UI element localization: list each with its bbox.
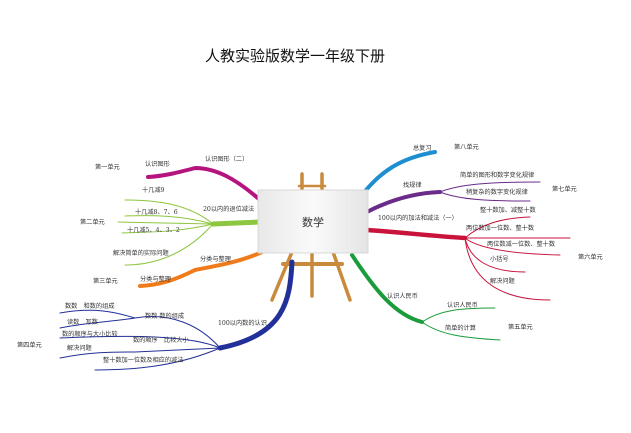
unit-label: 第五单元 <box>508 324 533 331</box>
branch-unit3 <box>138 250 264 288</box>
item: 小括号 <box>490 256 509 263</box>
branch-unit7 <box>365 190 442 214</box>
item: 简单的计算 <box>445 325 476 332</box>
item: 稍复杂的数字变化规律 <box>466 189 528 196</box>
item: 整十数加、减整十数 <box>480 207 536 214</box>
branch-unit1 <box>146 165 262 202</box>
center-board <box>257 189 369 254</box>
item: 数的顺序与大小比较 <box>62 331 118 338</box>
item: 认识人民币 <box>447 302 478 309</box>
item: 十几减8、7、6 <box>135 209 178 216</box>
unit-label: 第八单元 <box>454 144 479 151</box>
page-title: 人教实验版数学一年级下册 <box>204 47 385 65</box>
center-topic: 数学 <box>302 216 324 229</box>
item: 两位数减一位数、整十数 <box>487 241 556 248</box>
topic-unit6: 100以内的加法和减法（一） <box>378 215 458 222</box>
item: 读数 写数 <box>67 319 98 326</box>
branch-unit8 <box>360 150 437 197</box>
unit-label: 第四单元 <box>17 342 42 349</box>
branch-unit6 <box>364 227 468 241</box>
item: 整十数加一位数及相应的减法 <box>103 357 184 364</box>
item: 简单的图形和数字变化规律 <box>460 172 535 179</box>
item: 分类与整理 <box>140 276 171 283</box>
item: 十几减9 <box>142 187 165 194</box>
unit-label: 第一单元 <box>95 164 120 171</box>
item: 解决问题 <box>67 345 92 352</box>
unit-label: 第三单元 <box>93 278 118 285</box>
branch-unit4 <box>217 259 295 351</box>
unit-label: 第二单元 <box>80 219 105 226</box>
item: 认识图形 <box>145 161 170 168</box>
topic-unit3: 分类与整理 <box>200 256 231 263</box>
item: 解决简单的实际问题 <box>113 250 169 257</box>
item: 两位数加一位数、整十数 <box>466 225 535 232</box>
item: 十几减5、4、3、2 <box>127 227 180 234</box>
unit-label: 第七单元 <box>552 186 577 193</box>
item: 解决问题 <box>490 278 515 285</box>
item: 数数 数的组成 <box>145 313 185 320</box>
topic-unit7: 找规律 <box>403 182 422 189</box>
topic-unit1: 认识图形（二） <box>205 156 249 163</box>
unit-label: 第六单元 <box>578 254 603 261</box>
topic-unit2: 20以内的退位减法 <box>203 206 255 213</box>
item: 数数 和数的组成 <box>65 303 115 310</box>
branch-unit2 <box>210 219 263 227</box>
topic-unit8: 总复习 <box>413 145 432 152</box>
item: 数的顺序 比较大小 <box>133 337 189 344</box>
branch-unit5 <box>350 253 424 324</box>
topic-unit4: 100以内数的认识 <box>218 320 267 327</box>
topic-unit5: 认识人民币 <box>387 293 418 300</box>
